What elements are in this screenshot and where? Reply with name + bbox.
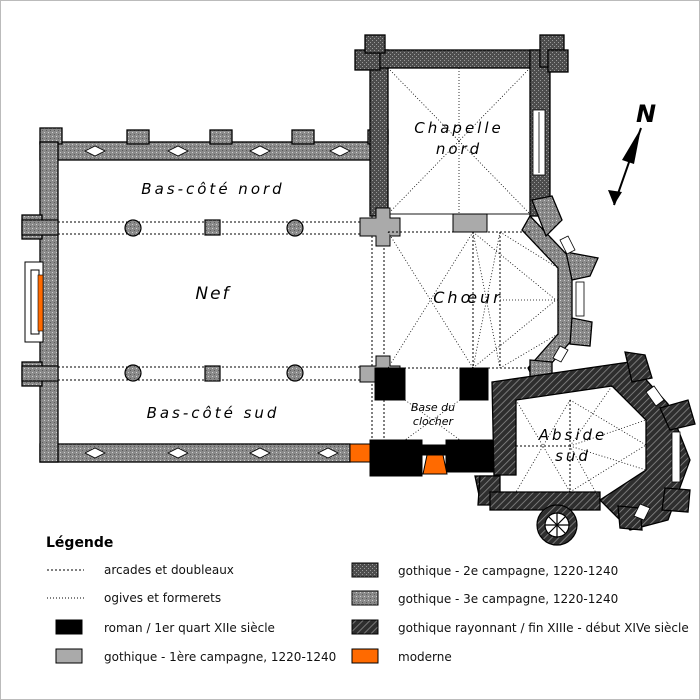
legend-swatch-rayonnant bbox=[351, 619, 379, 635]
label-bas-cote-sud: Bas-côté sud bbox=[147, 404, 280, 422]
legend-item-moderne: moderne bbox=[398, 650, 452, 664]
legend-title: Légende bbox=[46, 535, 113, 551]
abside-arcade bbox=[516, 400, 571, 492]
legend-item-arcades: arcades et doubleaux bbox=[104, 563, 234, 577]
legend-swatch-moderne bbox=[351, 648, 379, 664]
abside-walls bbox=[474, 351, 696, 531]
label-nef: Nef bbox=[195, 284, 231, 304]
label-chapelle-1: Chapelle bbox=[414, 119, 504, 137]
label-chapelle-2: nord bbox=[436, 140, 482, 158]
legend-swatch-g2 bbox=[351, 562, 379, 578]
abside-stair bbox=[536, 504, 578, 546]
choeur-arcade bbox=[388, 231, 530, 369]
chapelle-vault bbox=[387, 67, 531, 215]
modern-window bbox=[422, 454, 448, 475]
label-base-1: Base du bbox=[411, 401, 455, 414]
north-windows bbox=[84, 145, 351, 459]
chapelle-window bbox=[532, 109, 546, 176]
choeur-vault bbox=[387, 231, 559, 369]
legend-item-roman: roman / 1er quart XIIe siècle bbox=[104, 621, 275, 635]
choeur-windows bbox=[552, 235, 585, 363]
legend-item-g3: gothique - 3e campagne, 1220-1240 bbox=[398, 592, 618, 606]
legend-item-g1: gothique - 1ère campagne, 1220-1240 bbox=[104, 650, 336, 664]
abside-vault bbox=[515, 385, 647, 501]
north-arrow-icon: N bbox=[608, 100, 656, 206]
legend-swatch-g3 bbox=[351, 590, 379, 606]
legend-swatch-g1 bbox=[55, 648, 83, 664]
legend-swatch-roman bbox=[55, 619, 83, 635]
label-abside-1: Abside bbox=[538, 426, 608, 444]
modern-door bbox=[349, 443, 371, 463]
west-portal-modern bbox=[37, 274, 44, 332]
label-abside-2: sud bbox=[555, 447, 591, 465]
clocher-roman bbox=[369, 367, 495, 477]
label-choeur: Chœur bbox=[433, 288, 502, 307]
abside-windows bbox=[633, 385, 681, 521]
legend-item-ogives: ogives et formerets bbox=[104, 591, 221, 605]
north-letter: N bbox=[636, 100, 656, 128]
legend-item-g2: gothique - 2e campagne, 1220-1240 bbox=[398, 564, 618, 578]
legend-item-rayonnant: gothique rayonnant / fin XIIIe - début X… bbox=[398, 621, 689, 635]
nave-piers bbox=[21, 219, 304, 382]
label-bas-cote-nord: Bas-côté nord bbox=[141, 180, 284, 198]
label-base-2: clocher bbox=[413, 415, 455, 428]
